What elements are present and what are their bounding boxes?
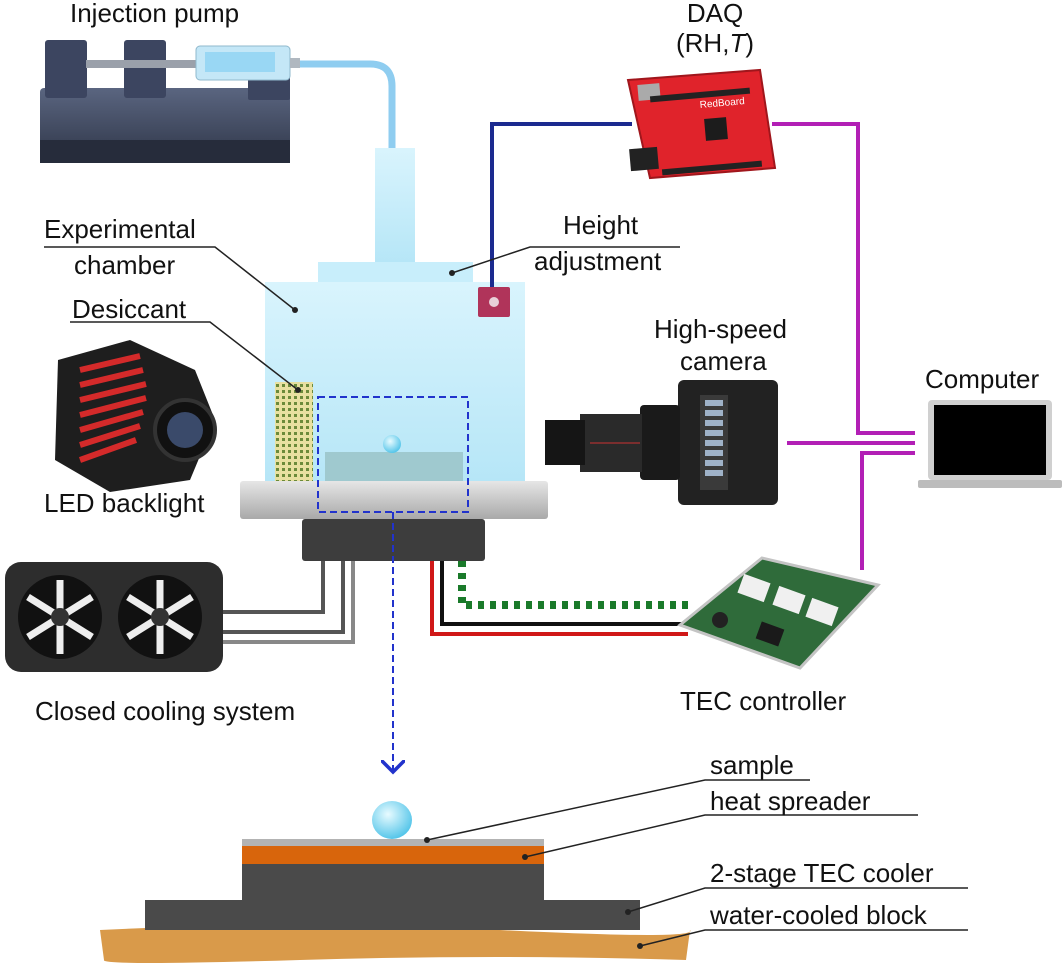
- label-daq-prefix: (RH,: [676, 28, 730, 58]
- leader-sample: [426, 779, 810, 841]
- label-injection-pump: Injection pump: [70, 0, 240, 28]
- label-led-backlight: LED backlight: [44, 488, 205, 518]
- thermistor-cable: [458, 561, 688, 609]
- stage-plate: [240, 481, 548, 519]
- label-height: Height: [563, 210, 639, 240]
- syringe-pump-icon: [40, 40, 300, 163]
- leader-dots: [292, 270, 643, 949]
- label-chamber: chamber: [74, 250, 176, 280]
- leader-height-adjustment: [451, 246, 680, 274]
- usb-cable: [490, 122, 632, 287]
- label-daq-variables: (RH,T): [640, 28, 790, 58]
- label-sample: sample: [710, 750, 794, 780]
- label-heat-spreader: heat spreader: [710, 786, 871, 816]
- leader-desiccant: [70, 321, 299, 391]
- power-cable-black: [440, 561, 688, 626]
- power-cable-red: [430, 561, 688, 636]
- water-cooled-block: [100, 925, 691, 963]
- leader-lines: [44, 246, 968, 947]
- leader-heat-spreader: [524, 814, 918, 858]
- leader-tec-cooler: [627, 887, 968, 913]
- laptop-icon: [918, 400, 1062, 488]
- label-desiccant: Desiccant: [72, 294, 187, 324]
- label-camera: camera: [680, 346, 767, 376]
- label-water-cooled-block: water-cooled block: [710, 900, 927, 930]
- board-text: RedBoard: [699, 96, 745, 111]
- label-adjustment: adjustment: [534, 246, 662, 276]
- label-computer: Computer: [925, 364, 1040, 394]
- tec-computer-cable: [860, 451, 915, 570]
- height-sensor-chip: [489, 297, 499, 307]
- label-closed-cooling-system: Closed cooling system: [35, 696, 296, 726]
- leader-water-block: [639, 929, 968, 947]
- feed-tube: [300, 60, 396, 150]
- label-daq-temp-var: T: [729, 28, 746, 58]
- heat-spreader-layer: [242, 845, 544, 864]
- label-experimental: Experimental: [44, 214, 196, 244]
- tec-cooler-upper: [242, 862, 544, 902]
- droplet-icon: [383, 435, 401, 453]
- droplet-icon: [372, 801, 412, 839]
- led-backlight-icon: [55, 340, 217, 492]
- desiccant-pack: [275, 382, 313, 482]
- label-tec-controller: TEC controller: [680, 686, 847, 716]
- daq-board-icon: RedBoard: [626, 68, 777, 180]
- label-tec-cooler: 2-stage TEC cooler: [710, 858, 934, 888]
- tec-controller-board-icon: [676, 556, 881, 670]
- sample-layer: [242, 839, 544, 846]
- leader-experimental-chamber: [44, 246, 296, 311]
- fan-radiator-icon: [5, 562, 223, 672]
- label-high-speed: High-speed: [654, 314, 787, 344]
- camera-icon: [545, 380, 778, 505]
- label-daq: DAQ: [686, 0, 744, 28]
- coolant-pipes: [223, 561, 355, 644]
- tec-cooler-lower: [145, 900, 640, 930]
- label-daq-suffix: ): [745, 28, 754, 58]
- daq-computer-cable: [772, 122, 915, 435]
